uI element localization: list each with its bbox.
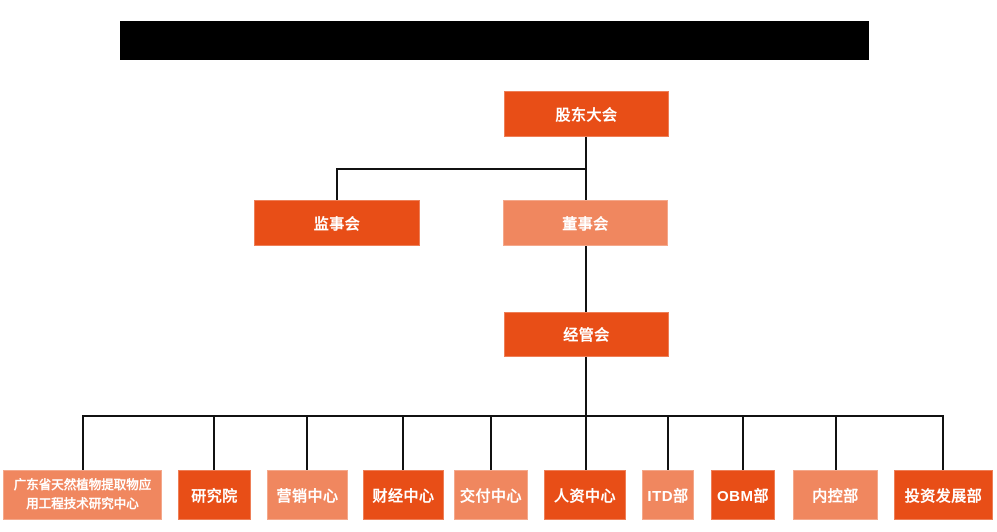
org-node-label: 财经中心 (372, 487, 435, 505)
connector-drop-delivery-center (490, 415, 492, 471)
connector-level2-horizontal (336, 168, 587, 170)
org-node-label: 投资发展部 (904, 487, 983, 505)
org-node-supervisory-board: 监事会 (254, 200, 420, 246)
org-node-hr-center: 人资中心 (544, 470, 626, 520)
connector-drop-finance-center (402, 415, 404, 471)
connector-board-to-management (585, 246, 587, 313)
org-node-label: 内控部 (812, 487, 859, 505)
connector-drop-investment-development-dept (942, 415, 944, 471)
org-node-label: 营销中心 (276, 487, 339, 505)
org-node-shareholders-meeting: 股东大会 (504, 91, 669, 137)
org-node-label: 交付中心 (459, 487, 522, 505)
org-node-label: 董事会 (562, 215, 609, 233)
org-node-research-center: 广东省天然植物提取物应用工程技术研究中心 (3, 470, 162, 520)
org-node-label: ITD部 (647, 487, 689, 505)
connector-drop-research-center (82, 415, 84, 471)
org-node-board-of-directors: 董事会 (503, 200, 668, 246)
org-node-label: 研究院 (191, 487, 238, 505)
connector-supervisory-drop (336, 168, 338, 201)
connector-drop-obm-dept (742, 415, 744, 471)
connector-drop-hr-center (585, 415, 587, 471)
connector-drop-itd-dept (667, 415, 669, 471)
org-node-label: 监事会 (313, 215, 361, 233)
org-node-investment-development-dept: 投资发展部 (894, 470, 993, 520)
redacted-title-bar (120, 21, 869, 60)
org-node-label: OBM部 (717, 487, 769, 505)
org-node-label: 广东省天然植物提取物应用工程技术研究中心 (13, 478, 152, 511)
org-node-label: 股东大会 (555, 106, 618, 124)
org-node-research-institute: 研究院 (178, 470, 251, 520)
org-node-finance-center: 财经中心 (363, 470, 444, 520)
org-node-label: 经管会 (563, 327, 610, 344)
org-node-internal-control-dept: 内控部 (793, 470, 878, 520)
org-node-obm-dept: OBM部 (711, 470, 775, 520)
org-node-delivery-center: 交付中心 (454, 470, 528, 520)
connector-drop-marketing-center (306, 415, 308, 471)
org-node-label: 人资中心 (553, 487, 616, 505)
connector-drop-research-institute (213, 415, 215, 471)
org-node-marketing-center: 营销中心 (267, 470, 348, 520)
connector-management-down (585, 357, 587, 417)
connector-drop-internal-control-dept (835, 415, 837, 471)
org-node-management-committee: 经管会 (504, 312, 669, 357)
org-node-itd-dept: ITD部 (642, 470, 694, 520)
connector-departments-horizontal (82, 415, 944, 417)
